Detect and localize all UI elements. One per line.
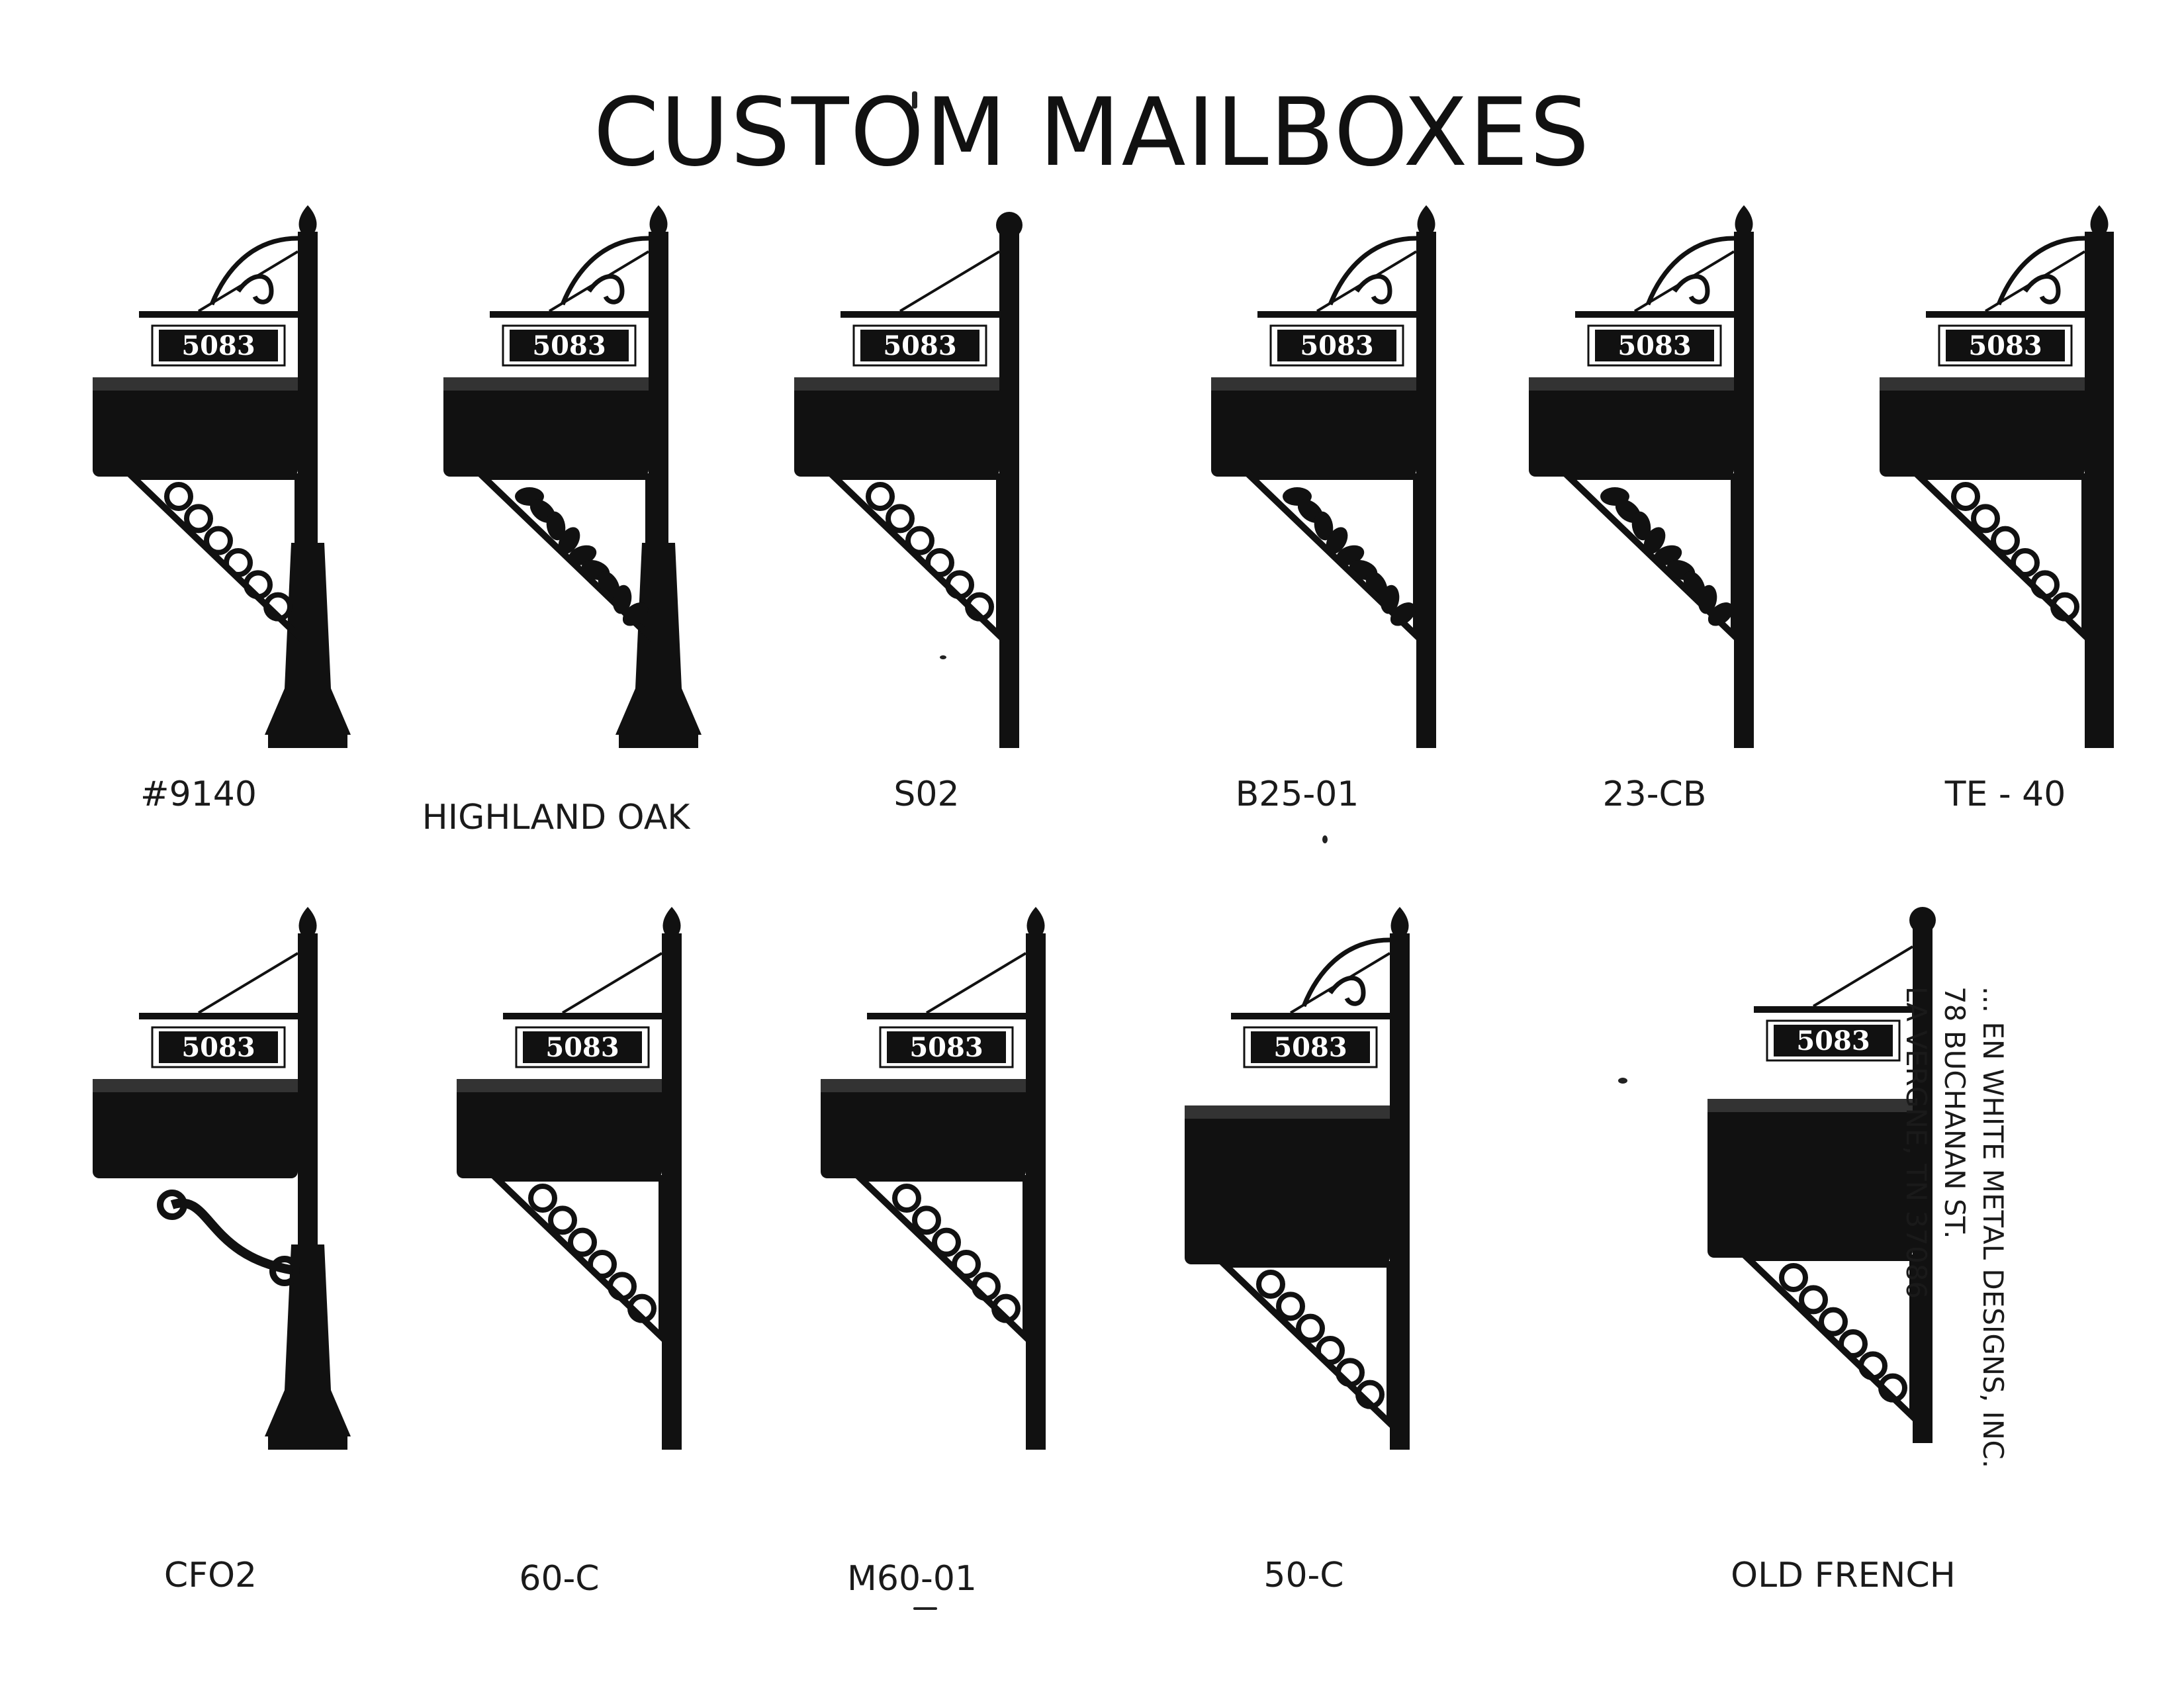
model-label-s02: S02 bbox=[893, 774, 960, 814]
scan-speck bbox=[912, 91, 917, 109]
address-line-2: 78 BUCHANAN ST. bbox=[1938, 986, 1971, 1239]
model-label-60-c: 60-C bbox=[519, 1559, 600, 1599]
address-number-plate: 5083 bbox=[852, 324, 987, 367]
page-title: CUSTOM MAILBOXES bbox=[593, 78, 1591, 187]
model-label-cfo2: CFO2 bbox=[163, 1556, 257, 1595]
plate-number-text: 5083 bbox=[1796, 1025, 1870, 1056]
address-number-plate: 5083 bbox=[1766, 1019, 1901, 1062]
model-label-b25-01: B25-01 bbox=[1235, 774, 1359, 814]
address-number-plate: 5083 bbox=[1269, 324, 1404, 367]
mailbox-post-illustration: 5083 bbox=[794, 212, 1138, 755]
mailbox-post-illustration: 5083 bbox=[1707, 907, 2052, 1450]
address-number-plate: 5083 bbox=[515, 1026, 650, 1068]
mailbox-post-illustration: 5083 bbox=[1185, 907, 1529, 1456]
plate-number-text: 5083 bbox=[1617, 330, 1691, 361]
model-label-9140: #9140 bbox=[140, 774, 257, 814]
plate-number-text: 5083 bbox=[1300, 330, 1373, 361]
plate-number-text: 5083 bbox=[1968, 330, 2042, 361]
company-address: ... EN WHITE METAL DESIGNS, INC. 78 BUCH… bbox=[1897, 986, 2012, 1468]
address-number-plate: 5083 bbox=[1587, 324, 1722, 367]
plate-number-text: 5083 bbox=[909, 1032, 983, 1063]
model-label-highland-oak: HIGHLAND OAK bbox=[422, 798, 690, 837]
mailbox-post-illustration: 5083 bbox=[1529, 205, 1873, 755]
address-number-plate: 5083 bbox=[879, 1026, 1014, 1068]
scan-speck bbox=[1618, 1078, 1627, 1084]
model-label-m60-01: M60-01 bbox=[847, 1559, 977, 1599]
scan-speck bbox=[1322, 835, 1328, 843]
mailbox-post-illustration: 5083 bbox=[1880, 205, 2184, 755]
model-label-50-c: 50-C bbox=[1263, 1556, 1344, 1595]
plate-number-text: 5083 bbox=[532, 330, 606, 361]
plate-number-text: 5083 bbox=[1273, 1032, 1347, 1063]
address-number-plate: 5083 bbox=[1938, 324, 2073, 367]
model-label-old-french: OLD FRENCH bbox=[1731, 1556, 1956, 1595]
scan-speck bbox=[913, 1607, 937, 1610]
mailbox-post-illustration: 5083 bbox=[93, 907, 437, 1456]
address-number-plate: 5083 bbox=[1243, 1026, 1378, 1068]
mailbox-post-illustration: 5083 bbox=[93, 205, 437, 755]
scan-speck bbox=[940, 655, 946, 659]
address-number-plate: 5083 bbox=[502, 324, 637, 367]
mailbox-post-illustration: 5083 bbox=[1211, 205, 1555, 755]
mailbox-post-illustration: 5083 bbox=[443, 205, 788, 755]
plate-number-text: 5083 bbox=[181, 330, 255, 361]
model-label-23-cb: 23-CB bbox=[1602, 774, 1707, 814]
mailbox-post-illustration: 5083 bbox=[457, 907, 801, 1456]
address-line-1: ... EN WHITE METAL DESIGNS, INC. bbox=[1977, 986, 2009, 1469]
address-line-3: LA VERGNE, TN 37086 bbox=[1900, 986, 1933, 1299]
plate-number-text: 5083 bbox=[883, 330, 956, 361]
address-number-plate: 5083 bbox=[151, 1026, 286, 1068]
plate-number-text: 5083 bbox=[545, 1032, 619, 1063]
mailbox-post-illustration: 5083 bbox=[821, 907, 1165, 1456]
plate-number-text: 5083 bbox=[181, 1032, 255, 1063]
model-label-te-40: TE - 40 bbox=[1944, 774, 2066, 814]
address-number-plate: 5083 bbox=[151, 324, 286, 367]
